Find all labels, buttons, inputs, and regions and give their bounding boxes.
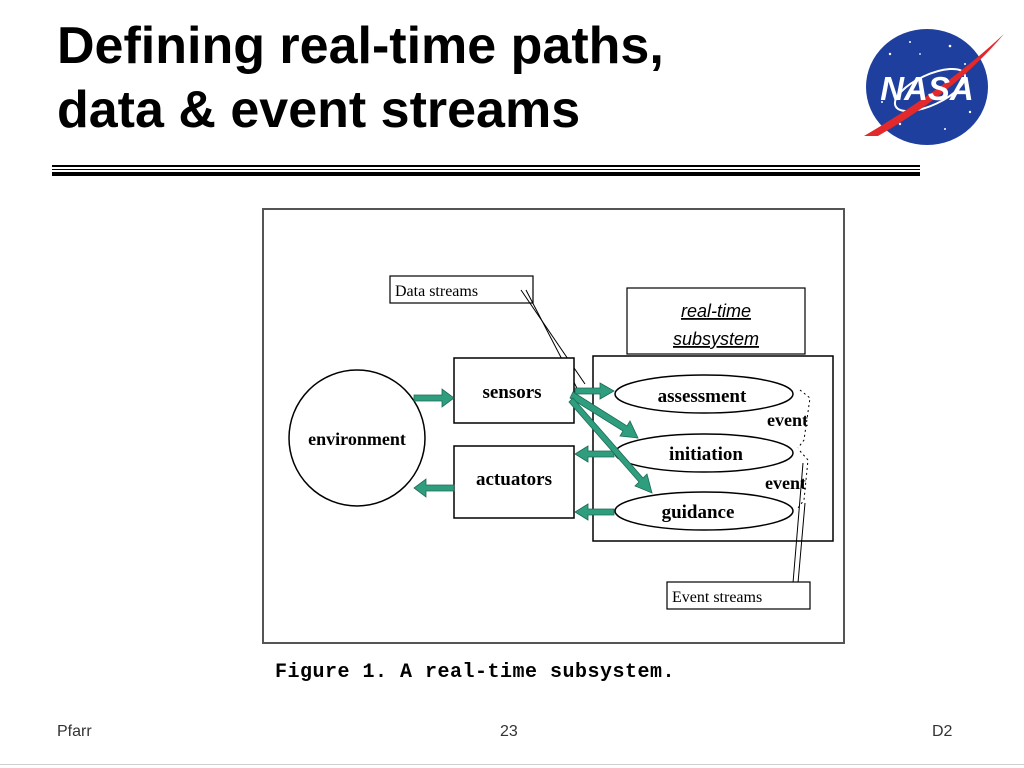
event-flow-assessment-to-initiation: [797, 389, 811, 449]
sensors-label: sensors: [482, 382, 541, 403]
event-streams-pointer-2: [797, 502, 806, 584]
event-streams-pointer-1: [792, 462, 804, 584]
arrow-environment-to-sensors: [413, 388, 455, 408]
bottom-border: [0, 764, 1024, 765]
title-divider-top: [52, 165, 920, 167]
subsystem-label-line-2: subsystem: [673, 329, 759, 349]
data-streams-label: Data streams: [395, 283, 478, 300]
nasa-logo-text: NASA: [880, 70, 974, 107]
environment-label: environment: [308, 429, 406, 449]
arrow-sensors-to-guidance: [568, 397, 653, 494]
event-label-2: event: [765, 473, 806, 493]
event-label-1: event: [767, 410, 808, 430]
guidance-ellipse: [614, 491, 794, 531]
footer-author: Pfarr: [57, 723, 92, 740]
slide-title-line-2: data & event streams: [57, 81, 581, 139]
subsystem-box: [592, 355, 834, 542]
footer-code: D2: [932, 723, 953, 740]
data-streams-box: [389, 275, 534, 304]
nasa-logo: NASA: [864, 29, 1004, 145]
title-divider-middle: [52, 169, 920, 170]
slide-title: Defining real-time paths, data & event s…: [57, 14, 664, 142]
arrow-guidance-to-actuators: [574, 503, 615, 521]
sensors-box: [453, 357, 575, 424]
event-streams-label: Event streams: [672, 589, 762, 606]
initiation-label: initiation: [669, 444, 743, 465]
arrow-initiation-to-actuators: [574, 445, 615, 463]
real-time-subsystem-diagram: Data streams real-time subsystem environ…: [262, 208, 845, 644]
assessment-ellipse: [614, 374, 794, 414]
guidance-label: guidance: [662, 502, 735, 523]
assessment-label: assessment: [658, 386, 747, 407]
arrow-sensors-to-assessment: [574, 382, 615, 400]
event-flow-initiation-to-guidance: [797, 450, 809, 509]
arrow-actuators-to-environment: [413, 478, 455, 498]
data-flow-arrows: [413, 382, 653, 521]
environment-circle: [288, 369, 426, 507]
figure-caption: Figure 1. A real-time subsystem.: [275, 661, 676, 684]
footer-page-number: 23: [500, 723, 518, 740]
subsystem-label-line-1: real-time: [681, 301, 751, 321]
event-streams-box: [666, 581, 811, 610]
subsystem-label-box: [626, 287, 806, 355]
arrow-sensors-to-initiation: [569, 391, 639, 439]
actuators-box: [453, 445, 575, 519]
slide-title-line-1: Defining real-time paths,: [57, 17, 664, 75]
title-divider-bottom: [52, 172, 920, 176]
actuators-label: actuators: [476, 469, 552, 490]
